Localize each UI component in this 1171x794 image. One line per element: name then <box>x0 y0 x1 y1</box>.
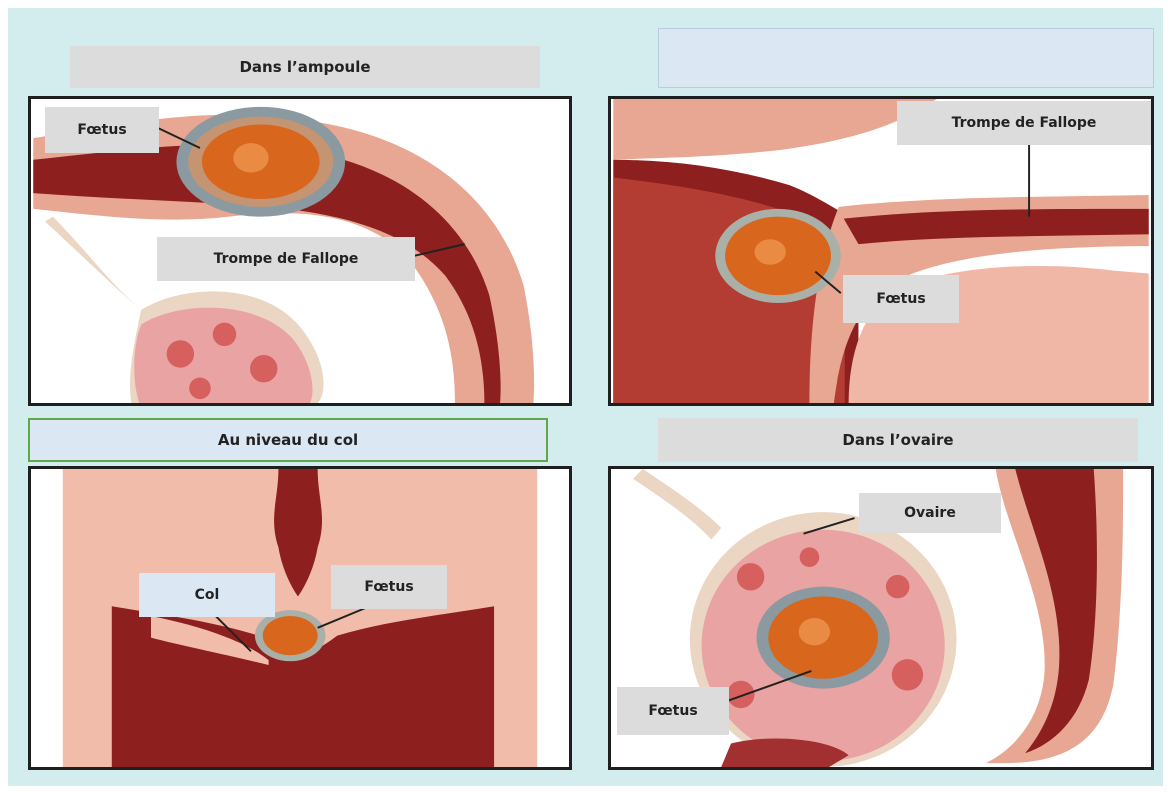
label-ovary-text: Ovaire <box>904 505 956 521</box>
label-fetus-trompe: Fœtus <box>843 275 959 323</box>
label-fetus-trompe-text: Fœtus <box>876 291 925 307</box>
label-col: Col <box>139 573 275 617</box>
label-tube-ampoule-text: Trompe de Fallope <box>214 251 359 267</box>
label-fetus-ampoule-text: Fœtus <box>77 122 126 138</box>
label-tube-trompe-text: Trompe de Fallope <box>952 115 1097 131</box>
panel-trompe: Trompe de Fallope Fœtus <box>608 96 1154 406</box>
title-ovaire: Dans l’ovaire <box>658 418 1138 462</box>
panel-ampoule: Fœtus Trompe de Fallope <box>28 96 572 406</box>
label-fetus-col-text: Fœtus <box>364 579 413 595</box>
title-ampoule: Dans l’ampoule <box>70 46 540 88</box>
label-tube-ampoule: Trompe de Fallope <box>157 237 415 281</box>
label-fetus-ovaire-text: Fœtus <box>648 703 697 719</box>
label-fetus-ovaire: Fœtus <box>617 687 729 735</box>
title-col-text: Au niveau du col <box>218 431 358 449</box>
panel-ovaire: Ovaire Fœtus <box>608 466 1154 770</box>
label-ovary: Ovaire <box>859 493 1001 533</box>
col-illustration <box>31 469 569 767</box>
label-fetus-col: Fœtus <box>331 565 447 609</box>
label-fetus-ampoule: Fœtus <box>45 107 159 153</box>
title-ovaire-text: Dans l’ovaire <box>842 431 953 449</box>
title-col: Au niveau du col <box>28 418 548 462</box>
title-top-right-empty <box>658 28 1154 88</box>
title-ampoule-text: Dans l’ampoule <box>239 58 370 76</box>
label-tube-trompe: Trompe de Fallope <box>897 101 1151 145</box>
label-col-text: Col <box>195 587 220 603</box>
panel-col: Col Fœtus <box>28 466 572 770</box>
